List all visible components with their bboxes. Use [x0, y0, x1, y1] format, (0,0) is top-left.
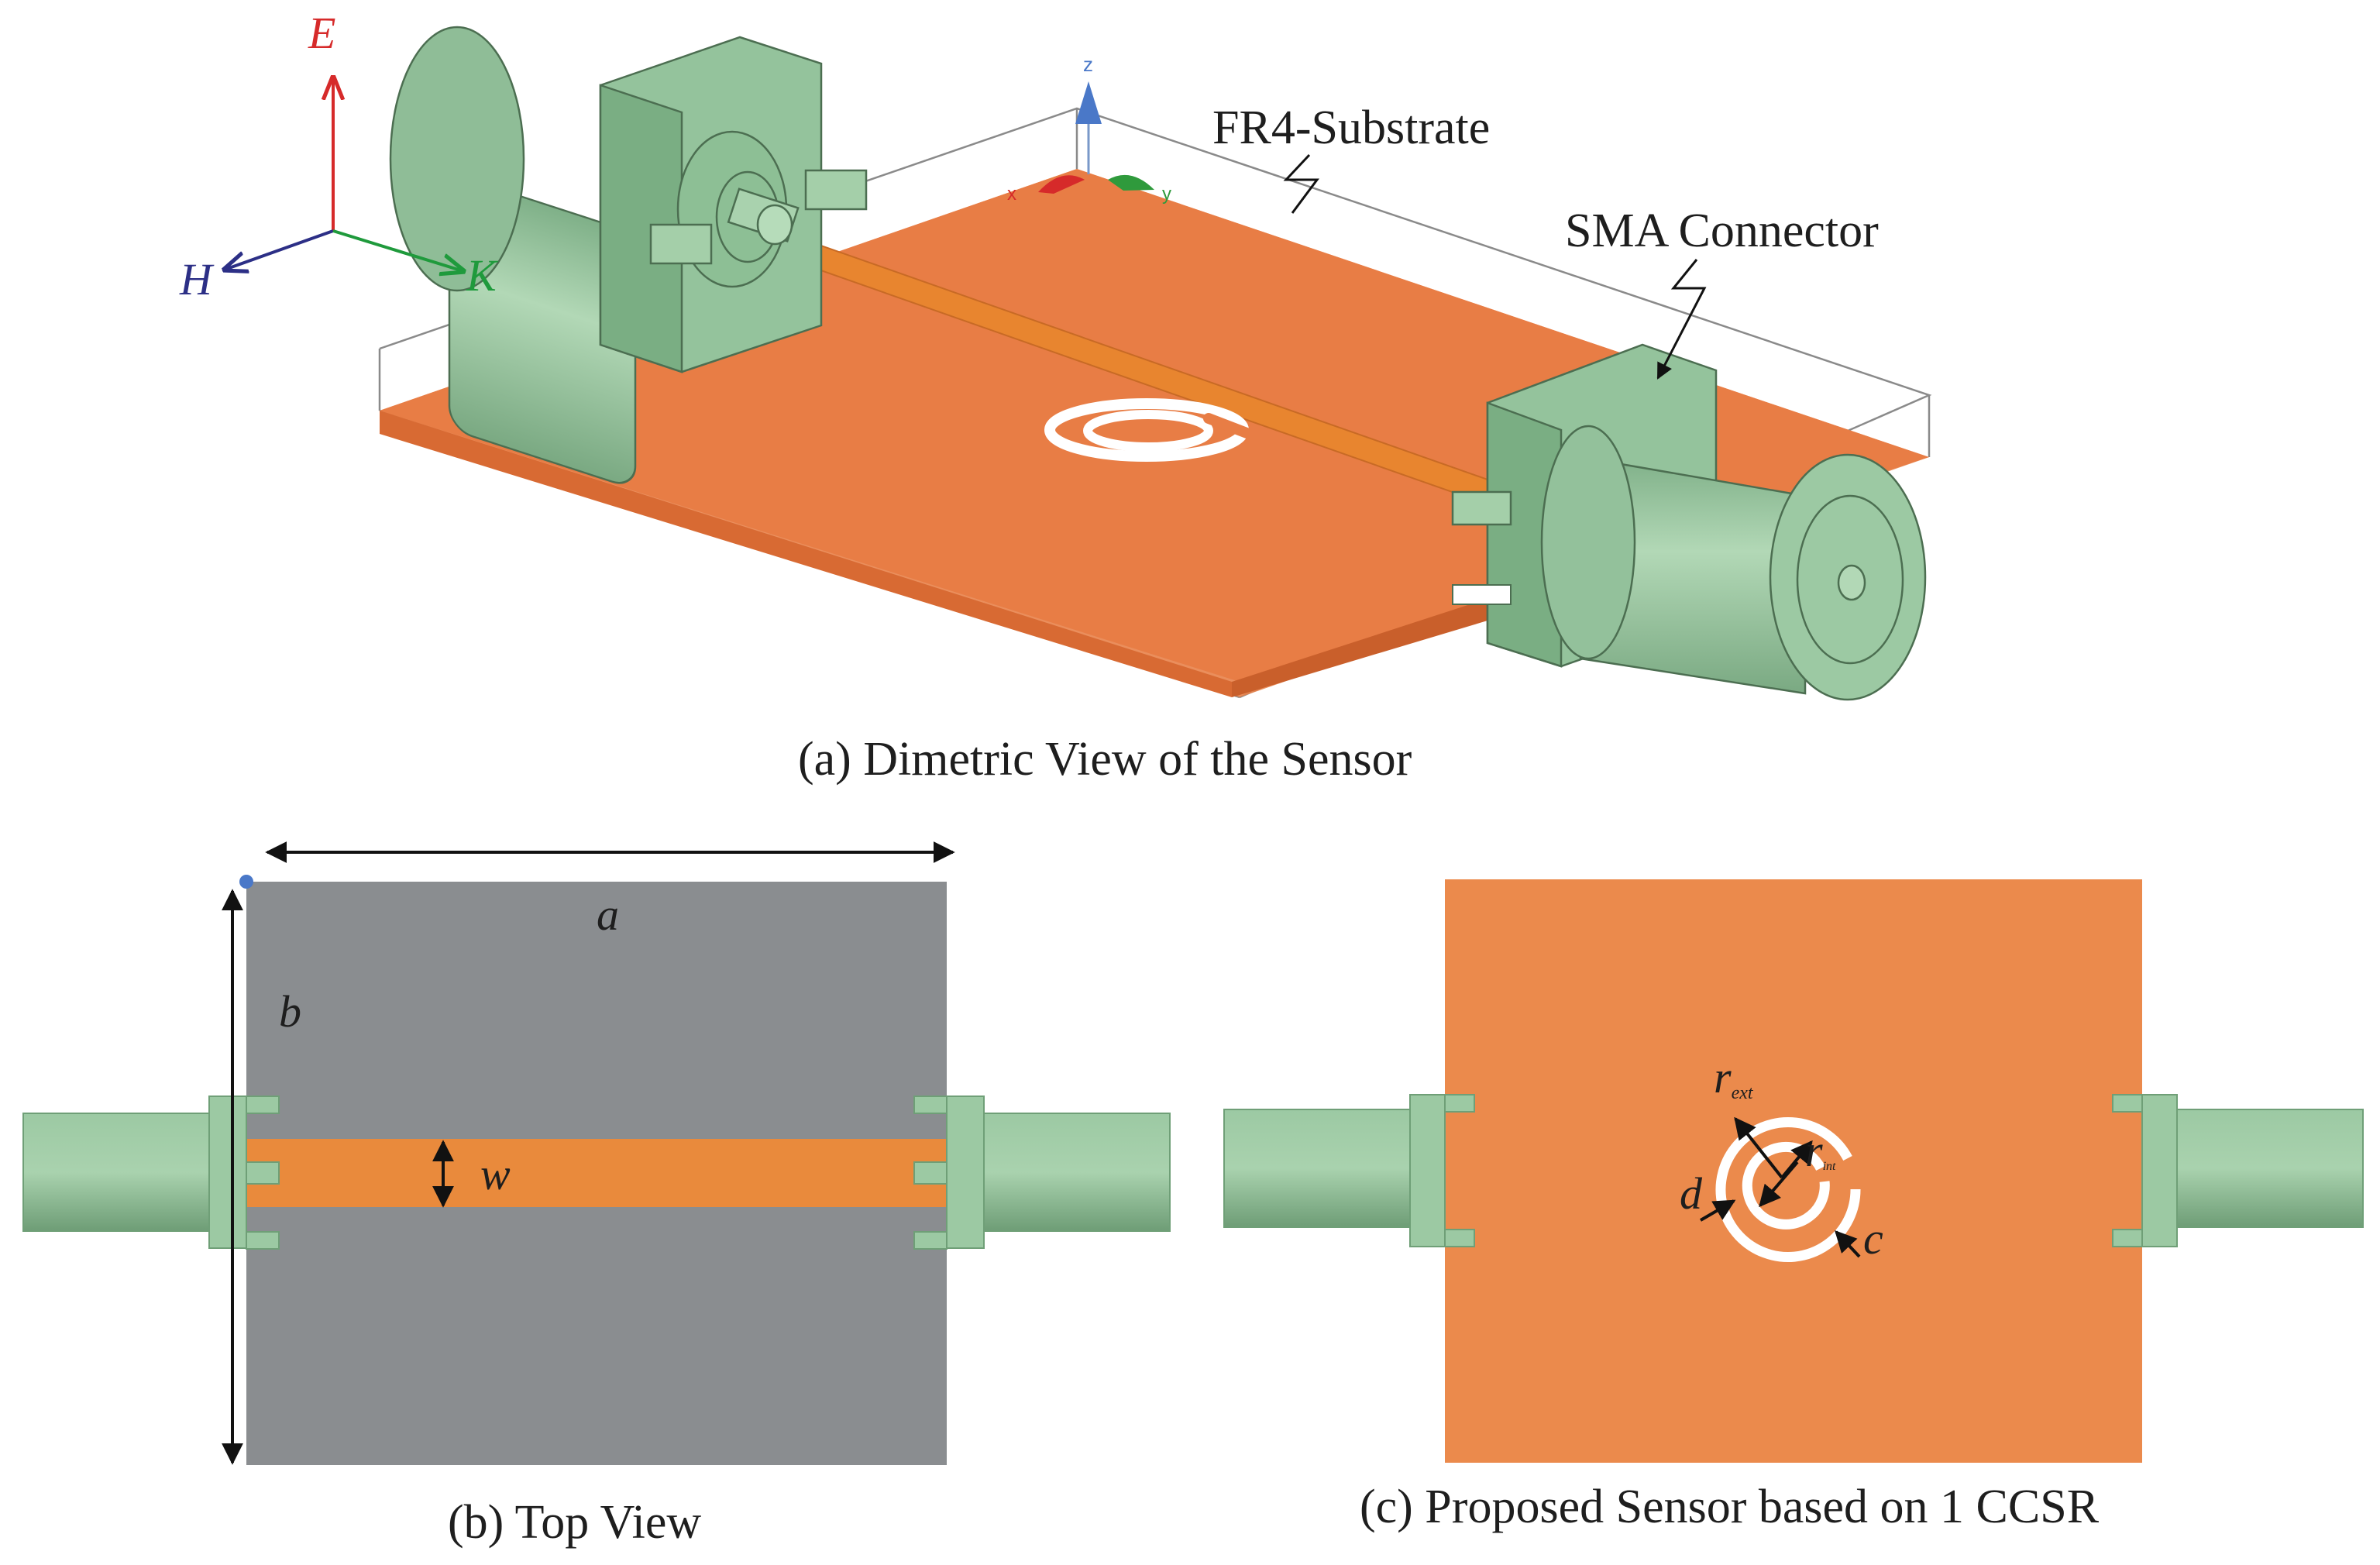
- cad-axis-z-label: z: [1083, 53, 1093, 76]
- panel-ccsr-view: rext rint d c (c) Proposed Sensor based …: [1223, 879, 2364, 1533]
- substrate-side-right: [1232, 581, 1542, 697]
- e-field-label: E: [308, 8, 335, 58]
- r-ext-arrow: [1734, 1116, 1783, 1179]
- sensor-board: [1445, 879, 2142, 1463]
- sma-connector-label: SMA Connector: [1565, 205, 1879, 257]
- substrate-side-left: [380, 411, 1232, 697]
- fr4-substrate-label: FR4-Substrate: [1212, 101, 1490, 154]
- dimension-w-label: w: [480, 1149, 511, 1199]
- c-arrow: [1835, 1230, 1861, 1258]
- panel-top-view: a b w (b) Top View: [22, 841, 1171, 1549]
- panel-dimetric-view: z x y E H K FR4-Substrate SMA Connector …: [179, 8, 1932, 786]
- k-field-label: K: [466, 250, 499, 301]
- ccsr-resonator: [1044, 398, 1254, 462]
- dimension-d-label: d: [1680, 1168, 1703, 1219]
- sma-leader: [1656, 259, 1707, 380]
- sma-flange-c-right: [2112, 1094, 2178, 1247]
- fr4-leader: [1283, 153, 1319, 214]
- sma-connector-right: [1451, 343, 1927, 701]
- caption-a: (a) Dimetric View of the Sensor: [798, 733, 1412, 786]
- caption-c: (c) Proposed Sensor based on 1 CCSR: [1360, 1481, 2100, 1533]
- dimension-c-label: c: [1863, 1213, 1883, 1264]
- cad-axis-x-label: x: [1007, 184, 1016, 205]
- sma-flange-c-left: [1409, 1094, 1475, 1247]
- microstrip-top: [246, 1139, 947, 1207]
- r-int-arrow-2: [1759, 1161, 1799, 1208]
- r-ext-label: rext: [1714, 1052, 1754, 1103]
- sma-pin-c-left: [1223, 1109, 1426, 1228]
- sma-pin-right: [979, 1113, 1171, 1232]
- dimension-a-label: a: [597, 889, 619, 940]
- sma-flange-right: [913, 1096, 985, 1250]
- caption-b: (b) Top View: [448, 1496, 701, 1549]
- dimension-b-label: b: [279, 986, 301, 1037]
- r-int-arrow: [1780, 1140, 1813, 1179]
- cad-axis-triad: z x y: [1007, 53, 1171, 205]
- d-arrow: [1699, 1199, 1736, 1222]
- r-int-label: rint: [1805, 1126, 1836, 1176]
- top-view-axis-origin: [239, 875, 253, 889]
- sma-connector-left: [389, 26, 868, 484]
- sma-pin-c-right: [2172, 1109, 2364, 1228]
- sma-pin-left: [22, 1113, 222, 1232]
- h-field-label: H: [179, 254, 215, 304]
- cad-axis-y-label: y: [1162, 184, 1171, 205]
- field-axes: E H K: [179, 8, 499, 304]
